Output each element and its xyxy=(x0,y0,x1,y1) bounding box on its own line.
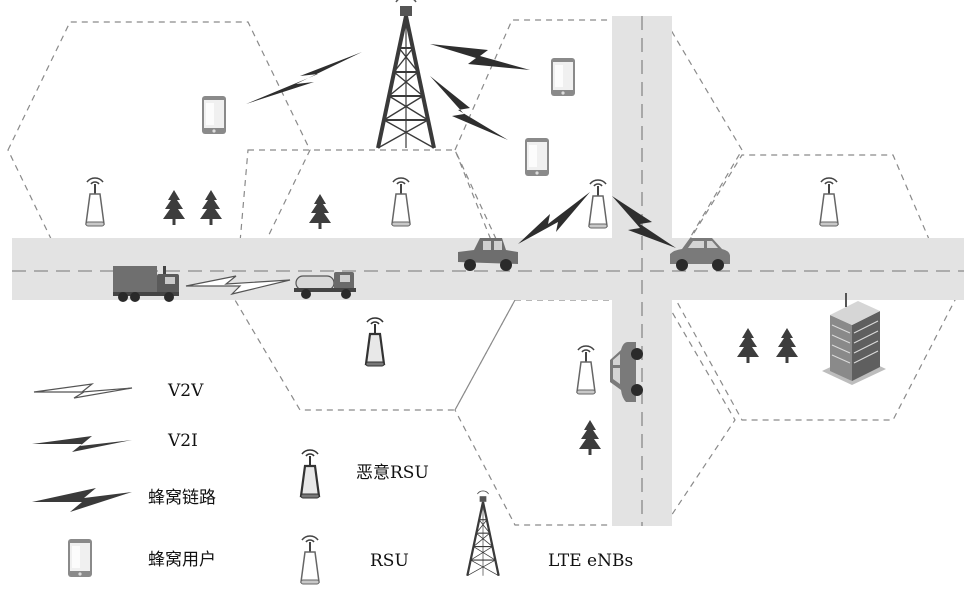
rsu-icon xyxy=(392,178,410,226)
lte-enb-tower xyxy=(378,0,434,148)
tree-icon xyxy=(737,328,759,363)
malicious-rsu-icon xyxy=(366,318,384,366)
lightning-icon xyxy=(430,44,530,70)
rsu-icon xyxy=(577,346,595,394)
legend: V2V V2I 蜂窝链路 蜂窝用户 恶意RSU RSU LTE eNBs xyxy=(32,381,633,584)
tree-icon xyxy=(776,328,798,363)
lightning-icon xyxy=(34,384,132,398)
legend-v2v: V2V xyxy=(167,381,204,401)
building-icon xyxy=(822,293,886,385)
lightning-icon xyxy=(246,52,362,104)
legend-cellular-user: 蜂窝用户 xyxy=(148,550,216,570)
malicious-rsu-icon xyxy=(301,450,319,498)
legend-malicious-rsu: 恶意RSU xyxy=(356,463,429,483)
phone-icon xyxy=(202,96,226,134)
rsu-icon xyxy=(86,178,104,226)
tower-icon xyxy=(467,491,498,576)
phone-icon xyxy=(525,138,549,176)
rsu-icon xyxy=(820,178,838,226)
legend-rsu: RSU xyxy=(370,551,409,571)
tree-icon xyxy=(309,194,331,229)
legend-v2i: V2I xyxy=(167,431,198,451)
tree-icon xyxy=(200,190,222,225)
lightning-icon xyxy=(518,192,590,244)
rsu-icon xyxy=(301,536,319,584)
cellular-links xyxy=(246,44,676,248)
rsu-icon xyxy=(589,180,607,228)
legend-lte-enbs: LTE eNBs xyxy=(548,551,633,571)
tree-icon xyxy=(163,190,185,225)
lightning-icon xyxy=(32,488,132,512)
lightning-icon xyxy=(430,76,508,140)
tree-icon xyxy=(579,420,601,455)
phone-icon xyxy=(68,539,92,577)
legend-cellular-link: 蜂窝链路 xyxy=(148,488,216,508)
phone-icon xyxy=(551,58,575,96)
lightning-icon xyxy=(32,436,132,452)
